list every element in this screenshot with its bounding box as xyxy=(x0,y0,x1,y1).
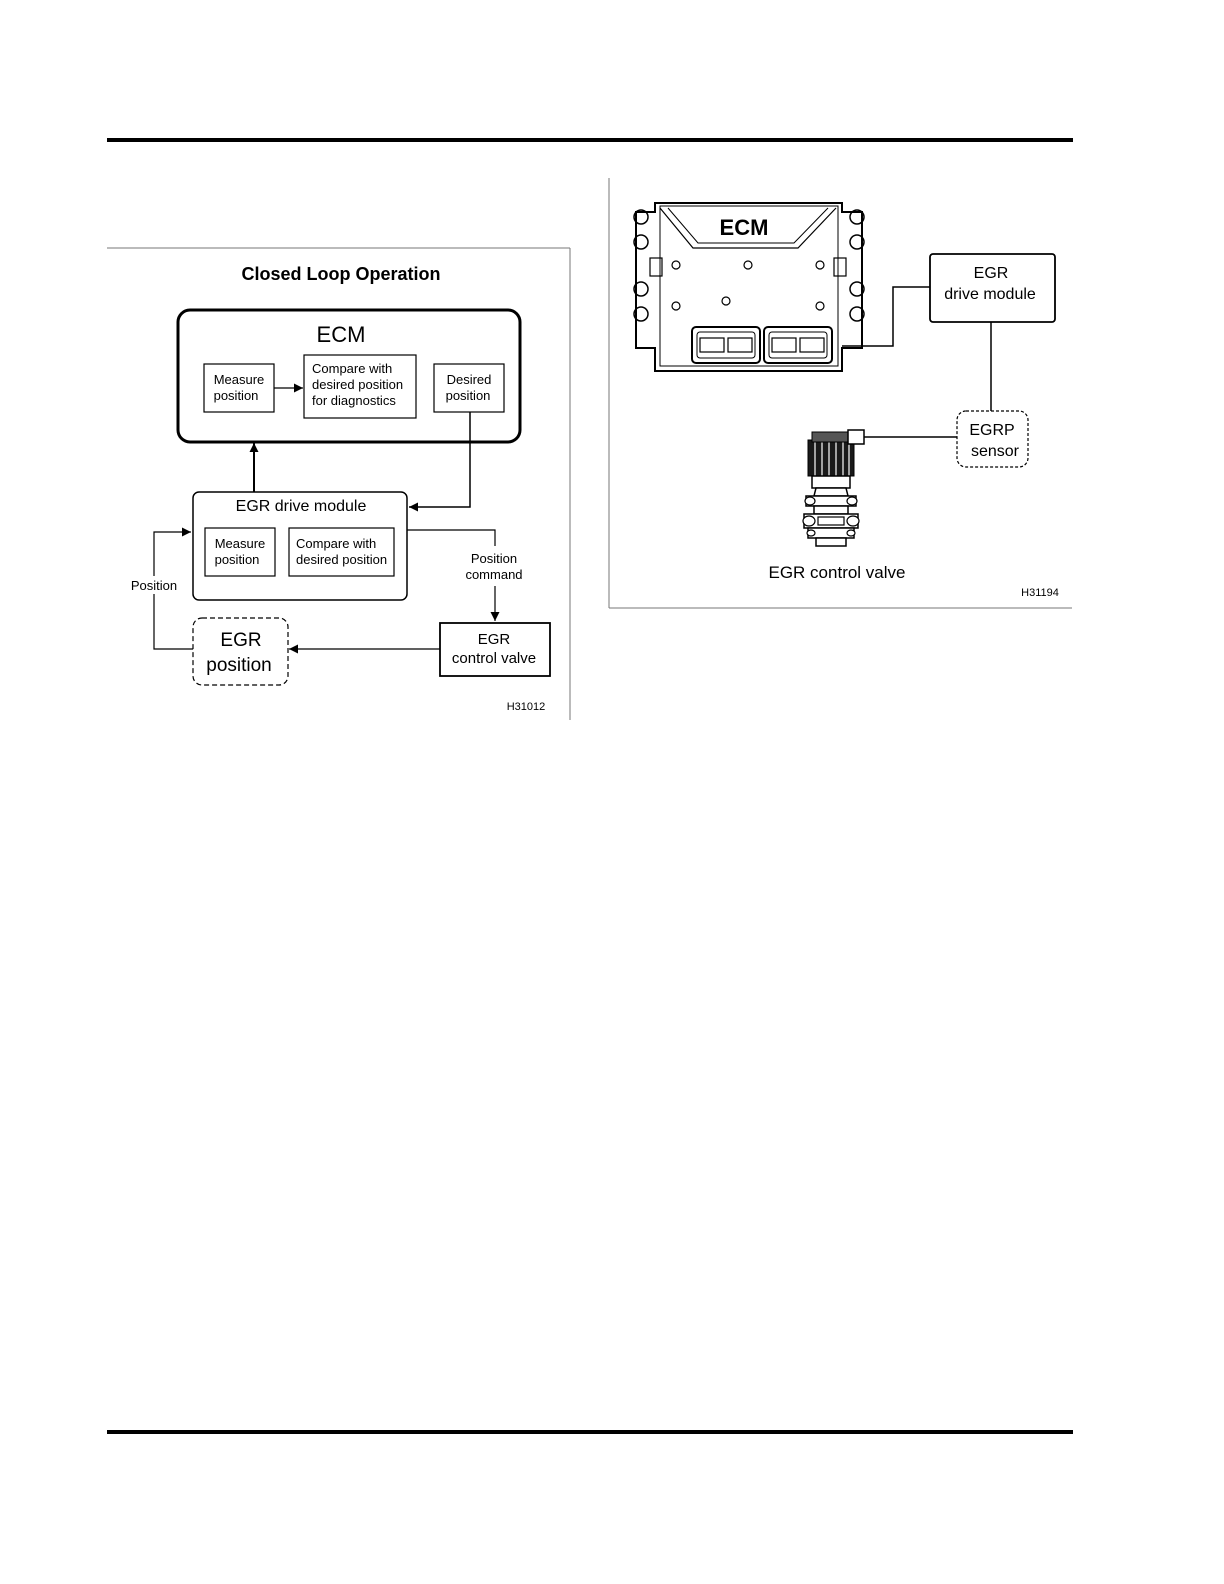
ecm-desired-label-2: position xyxy=(446,388,491,403)
egr-position-label-1: EGR xyxy=(220,630,261,651)
ecm-title: ECM xyxy=(317,322,366,347)
closed-loop-figure: Closed Loop Operation ECM Measure positi… xyxy=(107,248,570,720)
figure-id-left: H31012 xyxy=(507,701,546,713)
desired-to-module-arrow xyxy=(409,412,470,507)
dm-measure-label-1: Measure xyxy=(215,536,266,551)
egrp-sensor-label-2: sensor xyxy=(971,443,1020,460)
ecm-measure-label-2: position xyxy=(214,388,259,403)
component-drive-module-label-1: EGR xyxy=(974,265,1009,282)
drive-module-title: EGR drive module xyxy=(236,498,367,515)
dm-measure-label-2: position xyxy=(215,552,260,567)
command-line-upper xyxy=(407,530,495,546)
ecm-compare-label-2: desired position xyxy=(312,377,403,392)
command-label-1: Position xyxy=(471,551,517,566)
egr-valve-label-1: EGR xyxy=(478,631,511,648)
command-label-2: command xyxy=(465,567,522,582)
dm-compare-label-2: desired position xyxy=(296,552,387,567)
closed-loop-title: Closed Loop Operation xyxy=(241,264,440,284)
ecm-measure-label-1: Measure xyxy=(214,372,265,387)
ecm-compare-label-1: Compare with xyxy=(312,361,392,376)
egrp-sensor-label-1: EGRP xyxy=(969,422,1014,439)
egr-valve-illustration xyxy=(803,430,864,546)
egr-valve-label-2: control valve xyxy=(452,650,536,667)
dm-compare-label-1: Compare with xyxy=(296,536,376,551)
position-label: Position xyxy=(131,578,177,593)
figure-id-right: H31194 xyxy=(1021,587,1059,599)
ecm-illustration-label: ECM xyxy=(720,215,769,240)
egr-valve-illustration-label: EGR control valve xyxy=(769,563,906,582)
component-figure: ECM EGR drive module EGRP sensor xyxy=(609,178,1072,608)
component-drive-module-label-2: drive module xyxy=(944,286,1036,303)
ecm-compare-label-3: for diagnostics xyxy=(312,393,396,408)
egr-position-label-2: position xyxy=(206,655,272,676)
ecm-desired-label-1: Desired xyxy=(447,372,492,387)
